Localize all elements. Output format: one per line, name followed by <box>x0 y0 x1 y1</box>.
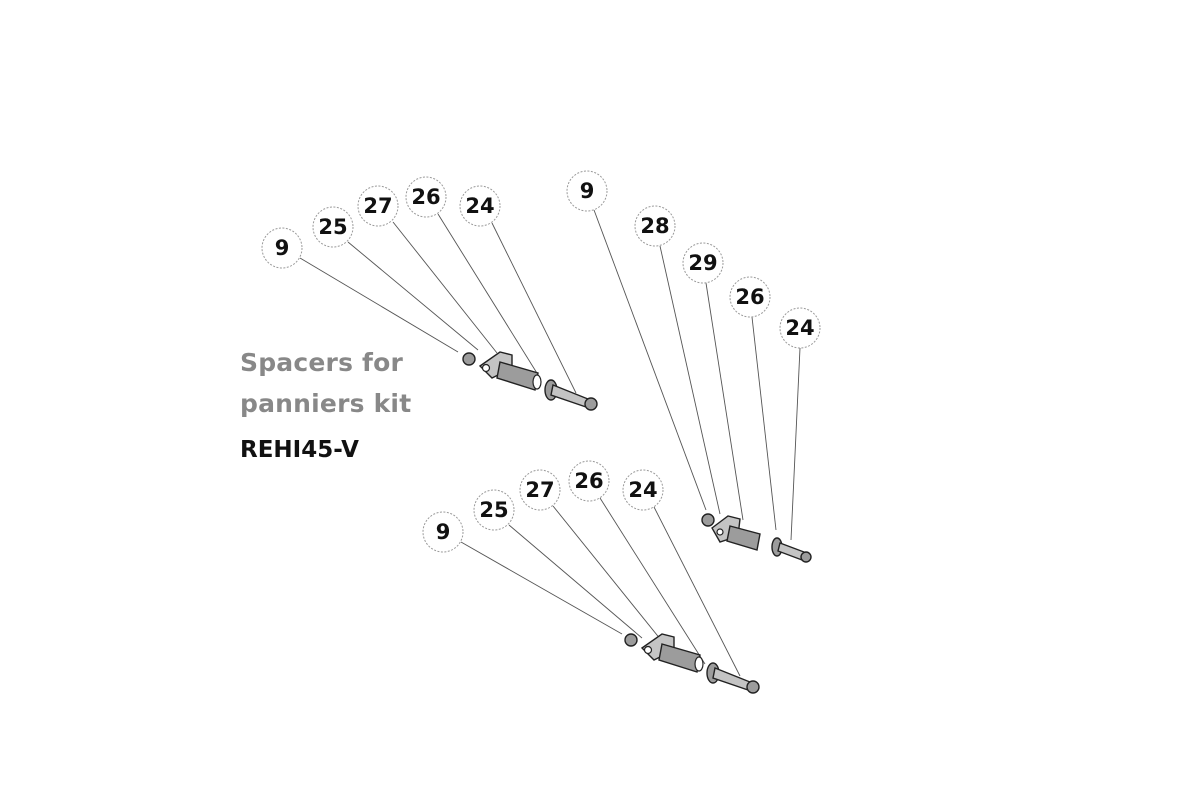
svg-text:24: 24 <box>785 316 814 340</box>
svg-text:26: 26 <box>574 469 603 493</box>
leader-lines <box>299 213 577 394</box>
balloon-25: 25 <box>312 206 354 248</box>
balloon-9: 9 <box>261 227 303 269</box>
leader-lines <box>593 209 801 541</box>
balloon-26: 26 <box>729 276 771 318</box>
svg-text:27: 27 <box>363 194 392 218</box>
assembly-right: 9 28 29 26 24 <box>566 170 821 563</box>
parts <box>462 351 598 411</box>
svg-text:9: 9 <box>275 236 290 260</box>
svg-text:9: 9 <box>580 179 595 203</box>
svg-text:25: 25 <box>318 215 347 239</box>
balloon-26: 26 <box>568 460 610 502</box>
balloon-24: 24 <box>622 469 664 511</box>
leader-lines <box>460 497 741 677</box>
spacer-part <box>726 525 761 551</box>
svg-text:24: 24 <box>628 478 657 502</box>
svg-text:26: 26 <box>411 185 440 209</box>
svg-text:25: 25 <box>479 498 508 522</box>
balloon-28: 28 <box>634 205 676 247</box>
nut-part <box>701 513 715 527</box>
svg-text:9: 9 <box>436 520 451 544</box>
nut-part <box>462 352 476 366</box>
balloon-24: 24 <box>459 185 501 227</box>
bolt-part <box>550 384 589 408</box>
balloon-25: 25 <box>473 489 515 531</box>
balloon-27: 27 <box>357 185 399 227</box>
balloon-9: 9 <box>422 511 464 553</box>
svg-text:24: 24 <box>465 194 494 218</box>
kit-code: REHI45-V <box>240 437 359 463</box>
caption-line-2: panniers kit <box>240 389 412 418</box>
nut-part <box>624 633 638 647</box>
balloon-27: 27 <box>519 469 561 511</box>
svg-text:27: 27 <box>525 478 554 502</box>
svg-text:26: 26 <box>735 285 764 309</box>
balloon-9: 9 <box>566 170 608 212</box>
balloon-26: 26 <box>405 176 447 218</box>
spacer-tube-part <box>496 361 539 391</box>
svg-text:29: 29 <box>688 251 717 275</box>
svg-text:28: 28 <box>640 214 669 238</box>
parts <box>624 633 760 694</box>
caption-line-1: Spacers for <box>240 348 404 377</box>
bolt-part <box>777 542 805 561</box>
balloon-29: 29 <box>682 242 724 284</box>
assembly-lower: 9 25 27 26 24 <box>422 460 760 694</box>
assembly-upper-left: 9 25 27 26 24 <box>261 176 598 411</box>
spacer-tube-part <box>658 643 701 673</box>
balloon-24: 24 <box>779 307 821 349</box>
parts <box>701 513 812 563</box>
bolt-part <box>712 667 751 691</box>
